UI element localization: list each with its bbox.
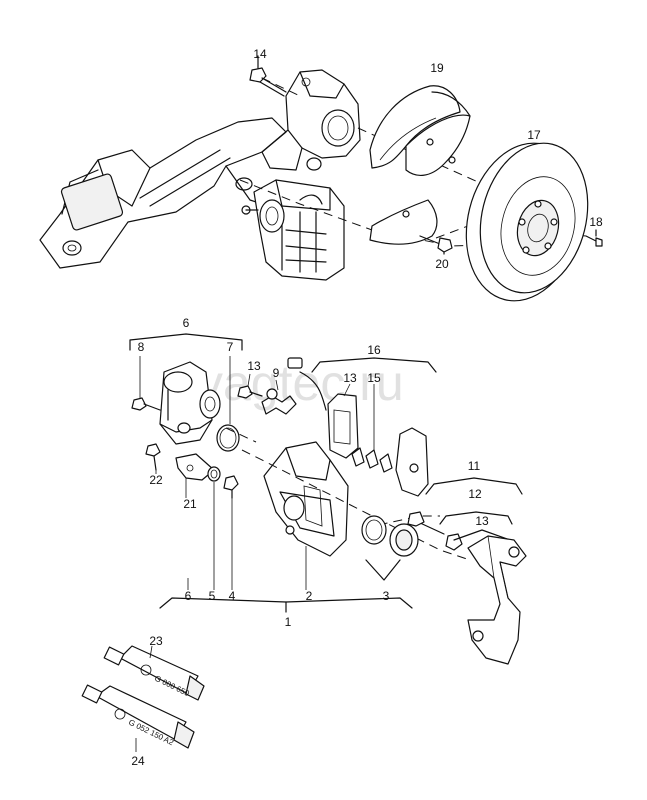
- guide-bushing-12: [445, 533, 463, 551]
- label-8: 8: [138, 340, 145, 354]
- label-19: 19: [430, 61, 444, 75]
- bracket-6: [129, 333, 243, 351]
- label-20: 20: [435, 257, 449, 271]
- wheel-carrier: [261, 69, 361, 171]
- bolt-8: [131, 397, 161, 411]
- brake-pad-inner: [327, 393, 359, 459]
- label-11: 11: [468, 459, 481, 473]
- caliper-top: [241, 179, 345, 281]
- label-16: 16: [367, 343, 381, 357]
- label-9: 9: [273, 366, 280, 380]
- label-14: 14: [253, 47, 267, 61]
- label-22: 22: [149, 473, 163, 487]
- label-15: 15: [367, 371, 381, 385]
- label-21: 21: [183, 497, 197, 511]
- grease-tube-23: G 000 650: [103, 645, 205, 701]
- bleed-screw-4: [223, 475, 239, 499]
- splash-shield-19: [369, 85, 471, 245]
- brake-pad-outer: [395, 427, 429, 497]
- bolt-20: [419, 235, 453, 255]
- brake-disc-17: [465, 142, 589, 302]
- label-23: 23: [149, 634, 163, 648]
- label-13-left: 13: [247, 359, 261, 373]
- label-4: 4: [229, 589, 236, 603]
- label-12: 12: [468, 487, 482, 501]
- bleed-cap-5: [207, 466, 221, 482]
- bracket-12: [439, 511, 513, 525]
- label-2: 2: [306, 589, 313, 603]
- caliper-carrier-11: [467, 535, 527, 665]
- label-3: 3: [383, 589, 390, 603]
- label-1: 1: [285, 615, 292, 629]
- pad-clips-15: [351, 447, 393, 473]
- bolt-14: [249, 55, 287, 97]
- bracket-11: [425, 477, 523, 495]
- guide-pin-13: [407, 511, 445, 535]
- label-18: 18: [589, 215, 603, 229]
- grease-tube-24: G 052 150 A2: [81, 684, 195, 749]
- bracket-21: [175, 453, 215, 481]
- bracket-16: [311, 357, 437, 373]
- label-13-mid: 13: [343, 371, 357, 385]
- bolt-13-left: [237, 385, 263, 399]
- bolt-22: [145, 443, 161, 471]
- label-5: 5: [209, 589, 216, 603]
- label-17: 17: [527, 128, 541, 142]
- label-13-right: 13: [475, 514, 489, 528]
- piston-seal-kit-3: [361, 515, 419, 581]
- trailing-arm: [39, 117, 287, 269]
- label-6-bottom: 6: [185, 589, 192, 603]
- caliper-housing-2: [263, 441, 349, 557]
- label-6-top: 6: [183, 316, 190, 330]
- epb-motor-6: [159, 361, 221, 445]
- label-7: 7: [227, 340, 234, 354]
- screw-18: [585, 229, 603, 247]
- label-24: 24: [131, 754, 145, 768]
- wear-sensor-cable: [299, 371, 327, 411]
